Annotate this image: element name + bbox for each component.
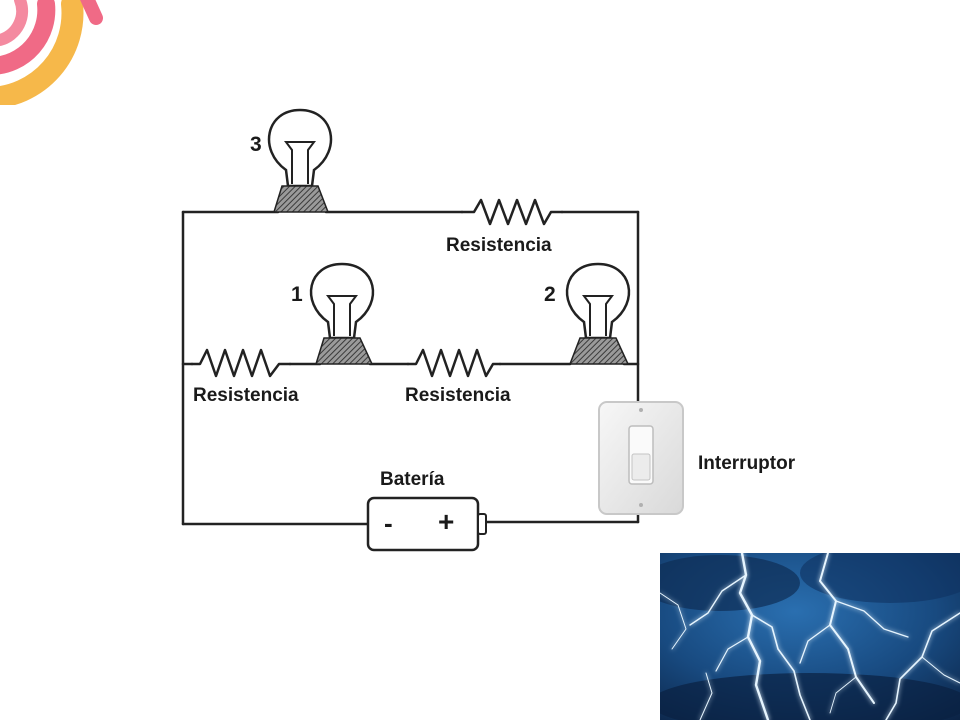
resistor-left-label: Resistencia [193, 385, 299, 406]
switch-icon [598, 401, 684, 515]
resistor-middle-label: Resistencia [405, 385, 511, 406]
lightning-storm-image [660, 553, 960, 720]
bulb-1-icon [309, 262, 375, 365]
switch-label: Interruptor [698, 453, 796, 474]
battery-positive-sign: + [438, 506, 455, 537]
corner-decoration [0, 0, 103, 105]
bulb-3-number: 3 [250, 133, 262, 156]
battery-negative-sign: - [384, 508, 393, 538]
resistor-left-symbol [190, 348, 292, 378]
bulb-2-icon [565, 262, 631, 365]
resistor-top-symbol [460, 198, 564, 226]
bulb-3-icon [267, 108, 333, 213]
bulb-2-number: 2 [544, 283, 556, 306]
battery-label: Batería [380, 469, 445, 490]
resistor-top-label: Resistencia [446, 235, 552, 256]
resistor-middle-symbol [406, 348, 502, 378]
battery-icon [366, 496, 487, 552]
bulb-1-number: 1 [291, 283, 303, 306]
